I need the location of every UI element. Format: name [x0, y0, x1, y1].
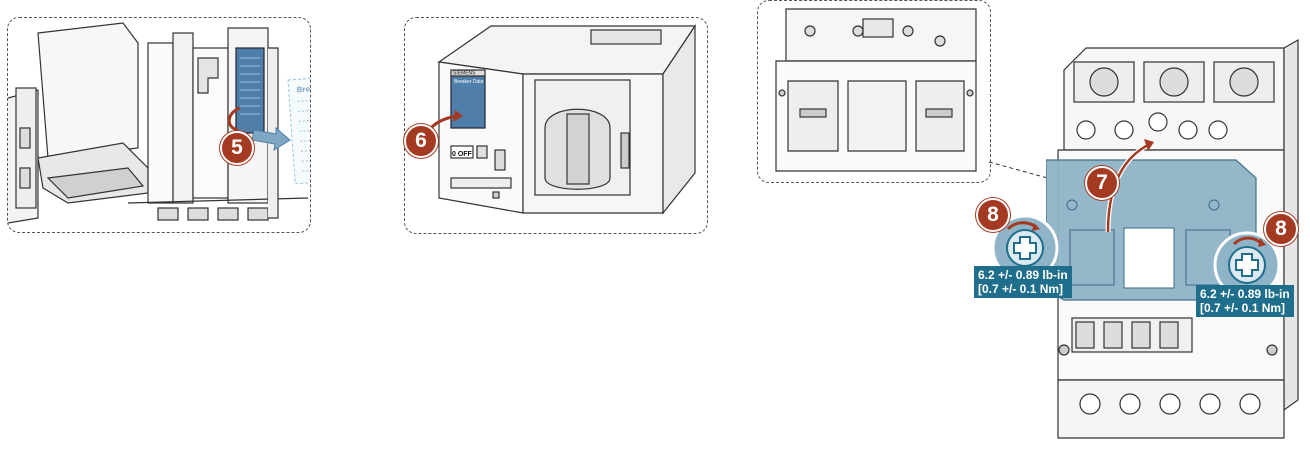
step-7-badge: 7 — [1085, 166, 1119, 200]
breaker-data-card-title: Breaker Data — [296, 82, 310, 94]
cover-plate-drawing — [775, 8, 977, 172]
torque-left-line1: 6.2 +/- 0.89 lb-in — [978, 268, 1068, 282]
torque-label-right: 6.2 +/- 0.89 lb-in [0.7 +/- 0.1 Nm] — [1196, 285, 1294, 317]
off-label: 0 OFF — [452, 151, 473, 158]
panel-cover-detail — [757, 0, 991, 183]
torque-right-line2: [0.7 +/- 0.1 Nm] — [1200, 301, 1286, 315]
torque-label-left: 6.2 +/- 0.89 lb-in [0.7 +/- 0.1 Nm] — [974, 266, 1072, 298]
brand-label: SIEMENS — [453, 71, 476, 77]
breaker-interior-drawing: Breaker Data — [8, 22, 310, 224]
panel-step-5: Breaker Data — [7, 17, 311, 233]
breaker-data-label-small: Breaker Data — [454, 79, 484, 85]
step-8-left-badge: 8 — [976, 198, 1010, 232]
detail-leader-line — [988, 161, 1056, 181]
screw-right-icon — [1213, 231, 1281, 299]
step-6-badge: 6 — [404, 124, 438, 158]
torque-left-line2: [0.7 +/- 0.1 Nm] — [978, 282, 1064, 296]
step-8-right-badge: 8 — [1264, 212, 1298, 246]
torque-right-line1: 6.2 +/- 0.89 lb-in — [1200, 287, 1290, 301]
breaker-front-drawing: SIEMENS Breaker Data 0 OFF — [423, 24, 697, 215]
screw-left-icon — [991, 214, 1059, 282]
step-5-badge: 5 — [220, 131, 254, 165]
panel-step-6: SIEMENS Breaker Data 0 OFF — [404, 17, 708, 234]
